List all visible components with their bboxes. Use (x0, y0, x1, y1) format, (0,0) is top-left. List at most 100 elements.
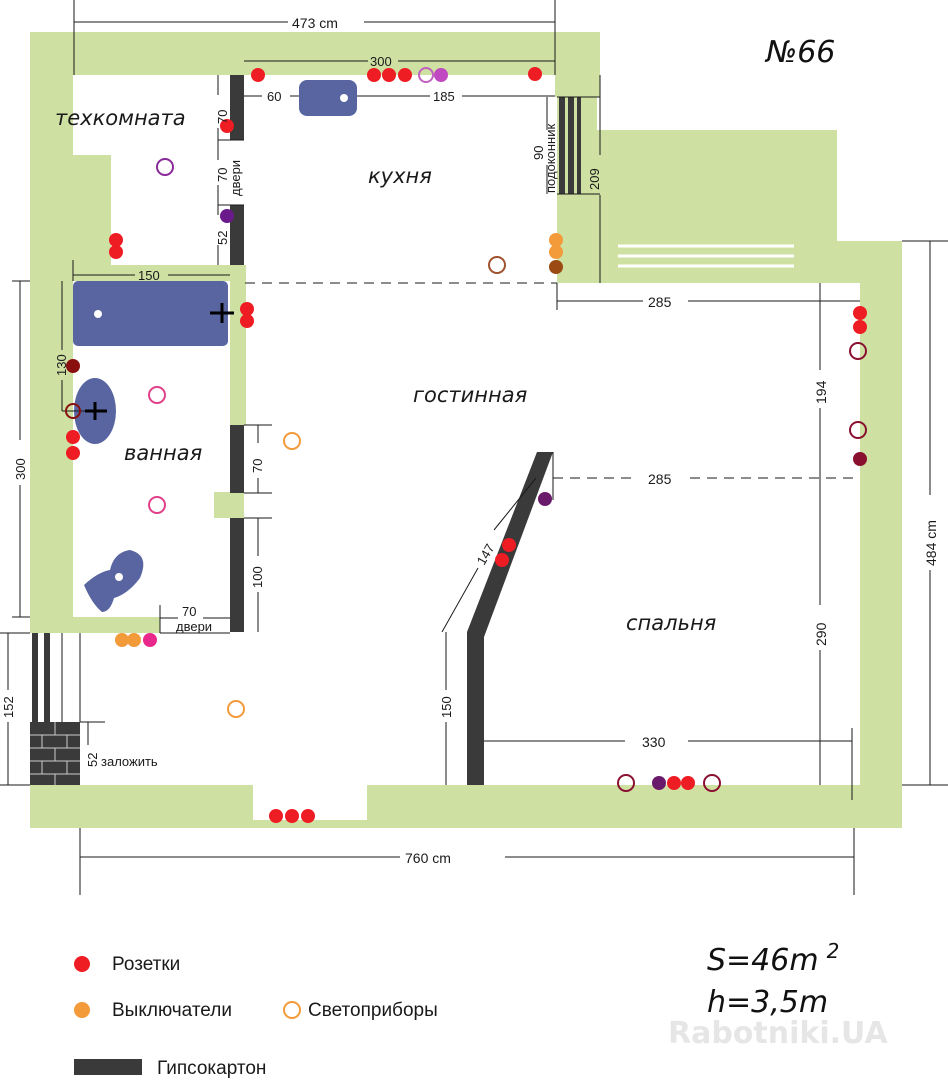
drywall-walls (230, 75, 553, 785)
dim-kitchen-left: 60 (267, 89, 281, 104)
switch (549, 245, 563, 259)
dimension-lines (0, 0, 948, 895)
dim-entry-52: 52 (85, 753, 100, 767)
dim-living-height: 194 (813, 380, 829, 404)
dim-brick-label: заложить (101, 754, 158, 769)
wall-left (30, 32, 73, 632)
marker-darkred (853, 452, 867, 466)
socket (502, 538, 516, 552)
wall-bath-stub (214, 492, 244, 518)
room-label-bedroom: спальня (626, 611, 716, 635)
wall-bottom-left (30, 785, 253, 828)
wall-right (860, 241, 902, 828)
room-label-bath: ванная (124, 441, 202, 465)
light-fixtures (65, 67, 867, 792)
dim-bedroom-width: 285 (648, 471, 672, 487)
room-label-kitchen: кухня (368, 164, 432, 188)
socket (269, 809, 283, 823)
dim-tech-door-label: двери (228, 160, 243, 196)
legend-drywall: Гипсокартон (157, 1058, 266, 1079)
legend-light-swatch (283, 1001, 301, 1019)
balcony-windows (618, 244, 794, 268)
light-icon (65, 403, 81, 419)
light-icon (156, 158, 174, 176)
marker-darkred (66, 359, 80, 373)
dim-bath-width: 150 (138, 268, 160, 283)
toilet (84, 550, 144, 612)
dim-entry-152: 152 (1, 696, 16, 718)
drywall-diagonal (467, 452, 553, 785)
dim-balcony-depth: 209 (587, 168, 602, 190)
socket (109, 245, 123, 259)
legend: Розетки Выключатели Светоприборы Гипсока… (74, 954, 438, 1079)
fixtures (73, 80, 357, 612)
dim-bedroom-height: 290 (813, 622, 829, 646)
socket (495, 553, 509, 567)
switches (115, 233, 563, 647)
entry-bars (32, 633, 50, 785)
socket (367, 68, 381, 82)
wall-top (30, 32, 600, 75)
socket (853, 306, 867, 320)
socket (528, 67, 542, 81)
marker-purple (652, 776, 666, 790)
socket (853, 320, 867, 334)
electrical-markers (65, 67, 867, 823)
socket (301, 809, 315, 823)
dim-tech-wall-top: 70 (215, 110, 230, 124)
marker-purple (538, 492, 552, 506)
light-icon (148, 386, 166, 404)
legend-socket-swatch (74, 956, 90, 972)
balcony-block (597, 130, 837, 241)
light-icon (283, 432, 301, 450)
socket (285, 809, 299, 823)
dim-window-sill-label: подоконник (543, 124, 558, 193)
kitchen-sink (299, 80, 357, 116)
switch-brown (549, 260, 563, 274)
socket (398, 68, 412, 82)
walls (30, 32, 902, 828)
switch-pink (143, 633, 157, 647)
dim-tub-height: 130 (54, 354, 69, 376)
wall-bath-bottom (30, 617, 160, 633)
light-icon (849, 342, 867, 360)
sockets (66, 67, 867, 823)
dim-bedroom-bottom: 330 (642, 734, 666, 750)
drywall-tech-mid (230, 205, 244, 265)
dim-partition: 150 (439, 696, 454, 718)
brick-infill (30, 722, 80, 785)
socket (109, 233, 123, 247)
light-icon (227, 700, 245, 718)
area-prefix: S=46m (707, 943, 819, 978)
legend-sockets: Розетки (112, 954, 180, 975)
legend-lights: Светоприборы (308, 1000, 438, 1021)
legend-drywall-swatch (74, 1059, 142, 1075)
dim-bath-door-label: двери (176, 619, 212, 634)
light-icon (617, 774, 635, 792)
wall-bottom-door-sill (253, 820, 367, 828)
wall-tech-bath (73, 265, 245, 281)
dim-top-inner: 300 (370, 54, 392, 69)
socket (220, 119, 234, 133)
balcony-lower (597, 241, 902, 283)
light-icon (418, 67, 434, 83)
wall-tech-left-bump (73, 155, 111, 265)
legend-switches: Выключатели (112, 1000, 232, 1021)
dim-window-sill-height: 90 (531, 146, 546, 160)
legend-switch-swatch (74, 1002, 90, 1018)
light-icon (703, 774, 721, 792)
dim-bath-wall-70: 70 (250, 459, 265, 473)
fixture-marks (94, 94, 348, 581)
light-icon (849, 421, 867, 439)
plan-number: №66 (764, 35, 835, 70)
switch (549, 233, 563, 247)
dim-living-width: 285 (648, 294, 672, 310)
watermark: Rabotniki.UA (668, 1016, 888, 1051)
faucet-marks (85, 303, 234, 420)
room-label-tech: техкомната (55, 106, 186, 130)
dim-top-overall: 473 cm (292, 15, 338, 31)
socket (240, 314, 254, 328)
